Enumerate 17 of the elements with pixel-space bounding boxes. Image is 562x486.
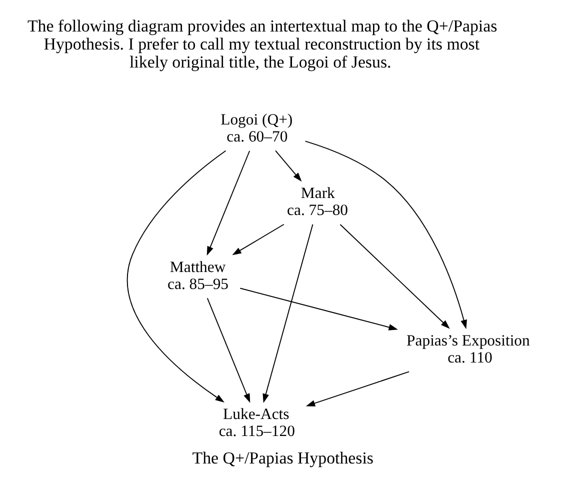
arrow (126, 150, 226, 402)
arrow (206, 298, 250, 403)
arrow (275, 150, 302, 182)
arrow (306, 371, 410, 406)
caption: The Q+/Papias Hypothesis (192, 448, 374, 468)
arrow (304, 140, 467, 330)
arrow (232, 224, 284, 256)
node-text: Matthew ca. 85–95 (168, 258, 229, 293)
label: The following diagram provides an intertextual map to the Q+/Papias Hypothesis. I prefer to call my textual reconstruction by its most likely original title, the Logoi of Jesus. (27, 16, 498, 72)
arrow (240, 288, 398, 330)
node-text: Luke-Acts ca. 115–120 (218, 406, 295, 440)
arrow (206, 150, 250, 256)
node-text: Logoi (Q+) ca. 60–70 (220, 112, 293, 146)
node-text: Mark ca. 75–80 (287, 185, 348, 220)
node-text: Papias’s Exposition ca. 110 (406, 332, 530, 366)
arrow (262, 224, 314, 404)
arrow (340, 224, 450, 329)
